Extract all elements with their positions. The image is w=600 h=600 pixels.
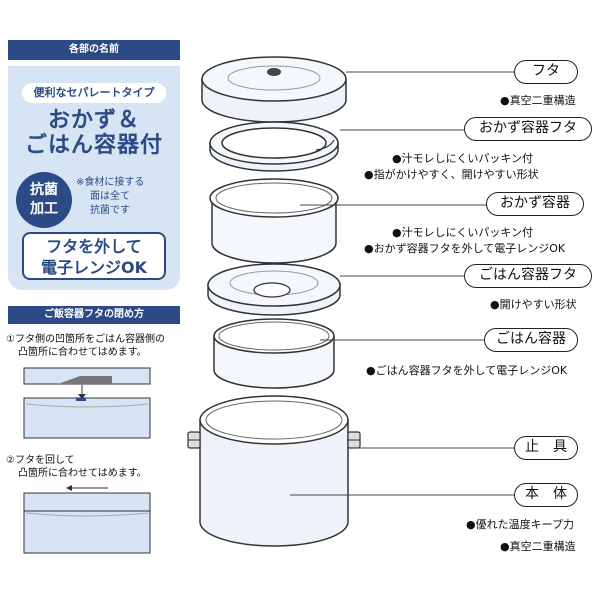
step1-container <box>23 397 151 439</box>
label-side-dish-lid: おかず容器フタ <box>464 117 592 141</box>
label-rice-lid: ごはん容器フタ <box>464 264 592 288</box>
clasp-left <box>187 431 201 449</box>
desc-main-body-1: ●優れた温度キープ力 <box>466 518 574 531</box>
label-main-body: 本 体 <box>514 483 578 507</box>
step2-text: ②フタを回して 凸箇所に合わせてはめます。 <box>6 454 192 480</box>
desc-side-dish-lid-1: ●汁モレしにくいパッキン付 <box>392 152 534 165</box>
microwave-line1: フタを外して <box>46 237 142 256</box>
step1-arrow-head <box>78 394 86 399</box>
label-clasp: 止 具 <box>514 436 578 460</box>
parts-header: 各部の名前 <box>8 40 180 60</box>
step1-text: ①フタ側の凹箇所をごはん容器側の 凸箇所に合わせてはめます。 <box>6 333 192 359</box>
antibacterial-note-line1: ※食材に接する <box>76 177 145 188</box>
desc-rice-container-1: ●ごはん容器フタを外して電子レンジOK <box>366 364 568 377</box>
side-dish-lid-part <box>209 121 339 172</box>
step2-arrow-head <box>66 485 72 491</box>
microwave-line2: 電子レンジOK <box>40 258 147 277</box>
label-side-dish-container: おかず容器 <box>486 192 584 216</box>
label-rice-container: ごはん容器 <box>484 328 578 352</box>
title-line2: ごはん容器付 <box>24 133 163 158</box>
desc-main-body-2: ●真空二重構造 <box>500 540 576 553</box>
main-body-part <box>187 395 361 547</box>
antibacterial-line1: 抗菌 <box>30 182 58 198</box>
rice-container-part <box>213 318 335 389</box>
side-dish-lid-tab <box>315 139 335 151</box>
desc-rice-lid-1: ●開けやすい形状 <box>490 298 577 311</box>
desc-side-dish-container-2: ●おかず容器フタを外して電子レンジOK <box>364 242 566 255</box>
antibacterial-line2: 加工 <box>30 201 58 217</box>
step2-line1: ②フタを回して <box>6 455 75 466</box>
step1-container-rim <box>25 403 149 408</box>
instructions-header: ご飯容器フタの閉め方 <box>8 306 180 324</box>
step1-container-bump <box>76 398 86 401</box>
side-dish-container-part <box>209 178 339 264</box>
clasp-right <box>347 431 361 449</box>
type-label: 便利なセパレートタイプ <box>22 83 166 103</box>
antibacterial-note-line2: 面は全て <box>90 191 130 202</box>
rice-lid-knob <box>253 282 291 298</box>
desc-lid-1: ●真空二重構造 <box>500 94 576 107</box>
title-line1: おかず＆ <box>47 108 140 133</box>
step2-container <box>23 510 151 554</box>
antibacterial-note: ※食材に接する 面は全て 抗菌です <box>76 176 176 218</box>
antibacterial-badge: 抗菌 加工 <box>16 172 72 228</box>
leader-lines <box>290 71 514 496</box>
label-lid: フタ <box>514 60 578 84</box>
step2-line2: 凸箇所に合わせてはめます。 <box>18 468 147 479</box>
desc-side-dish-lid-2: ●指がかけやすく、開けやすい形状 <box>364 168 539 181</box>
desc-side-dish-container-1: ●汁モレしにくいパッキン付 <box>392 226 534 239</box>
step2-container-rim <box>25 512 149 517</box>
step1-line2: 凸箇所に合わせてはめます。 <box>18 347 147 358</box>
step1-line1: ①フタ側の凹箇所をごはん容器側の <box>6 334 165 345</box>
microwave-box: フタを外して 電子レンジOK <box>22 232 166 280</box>
antibacterial-note-line3: 抗菌です <box>90 205 130 216</box>
lid-knob <box>267 68 281 76</box>
rice-lid-part <box>207 263 341 316</box>
lid-part <box>201 56 347 123</box>
step1-lid-notch <box>58 376 112 384</box>
